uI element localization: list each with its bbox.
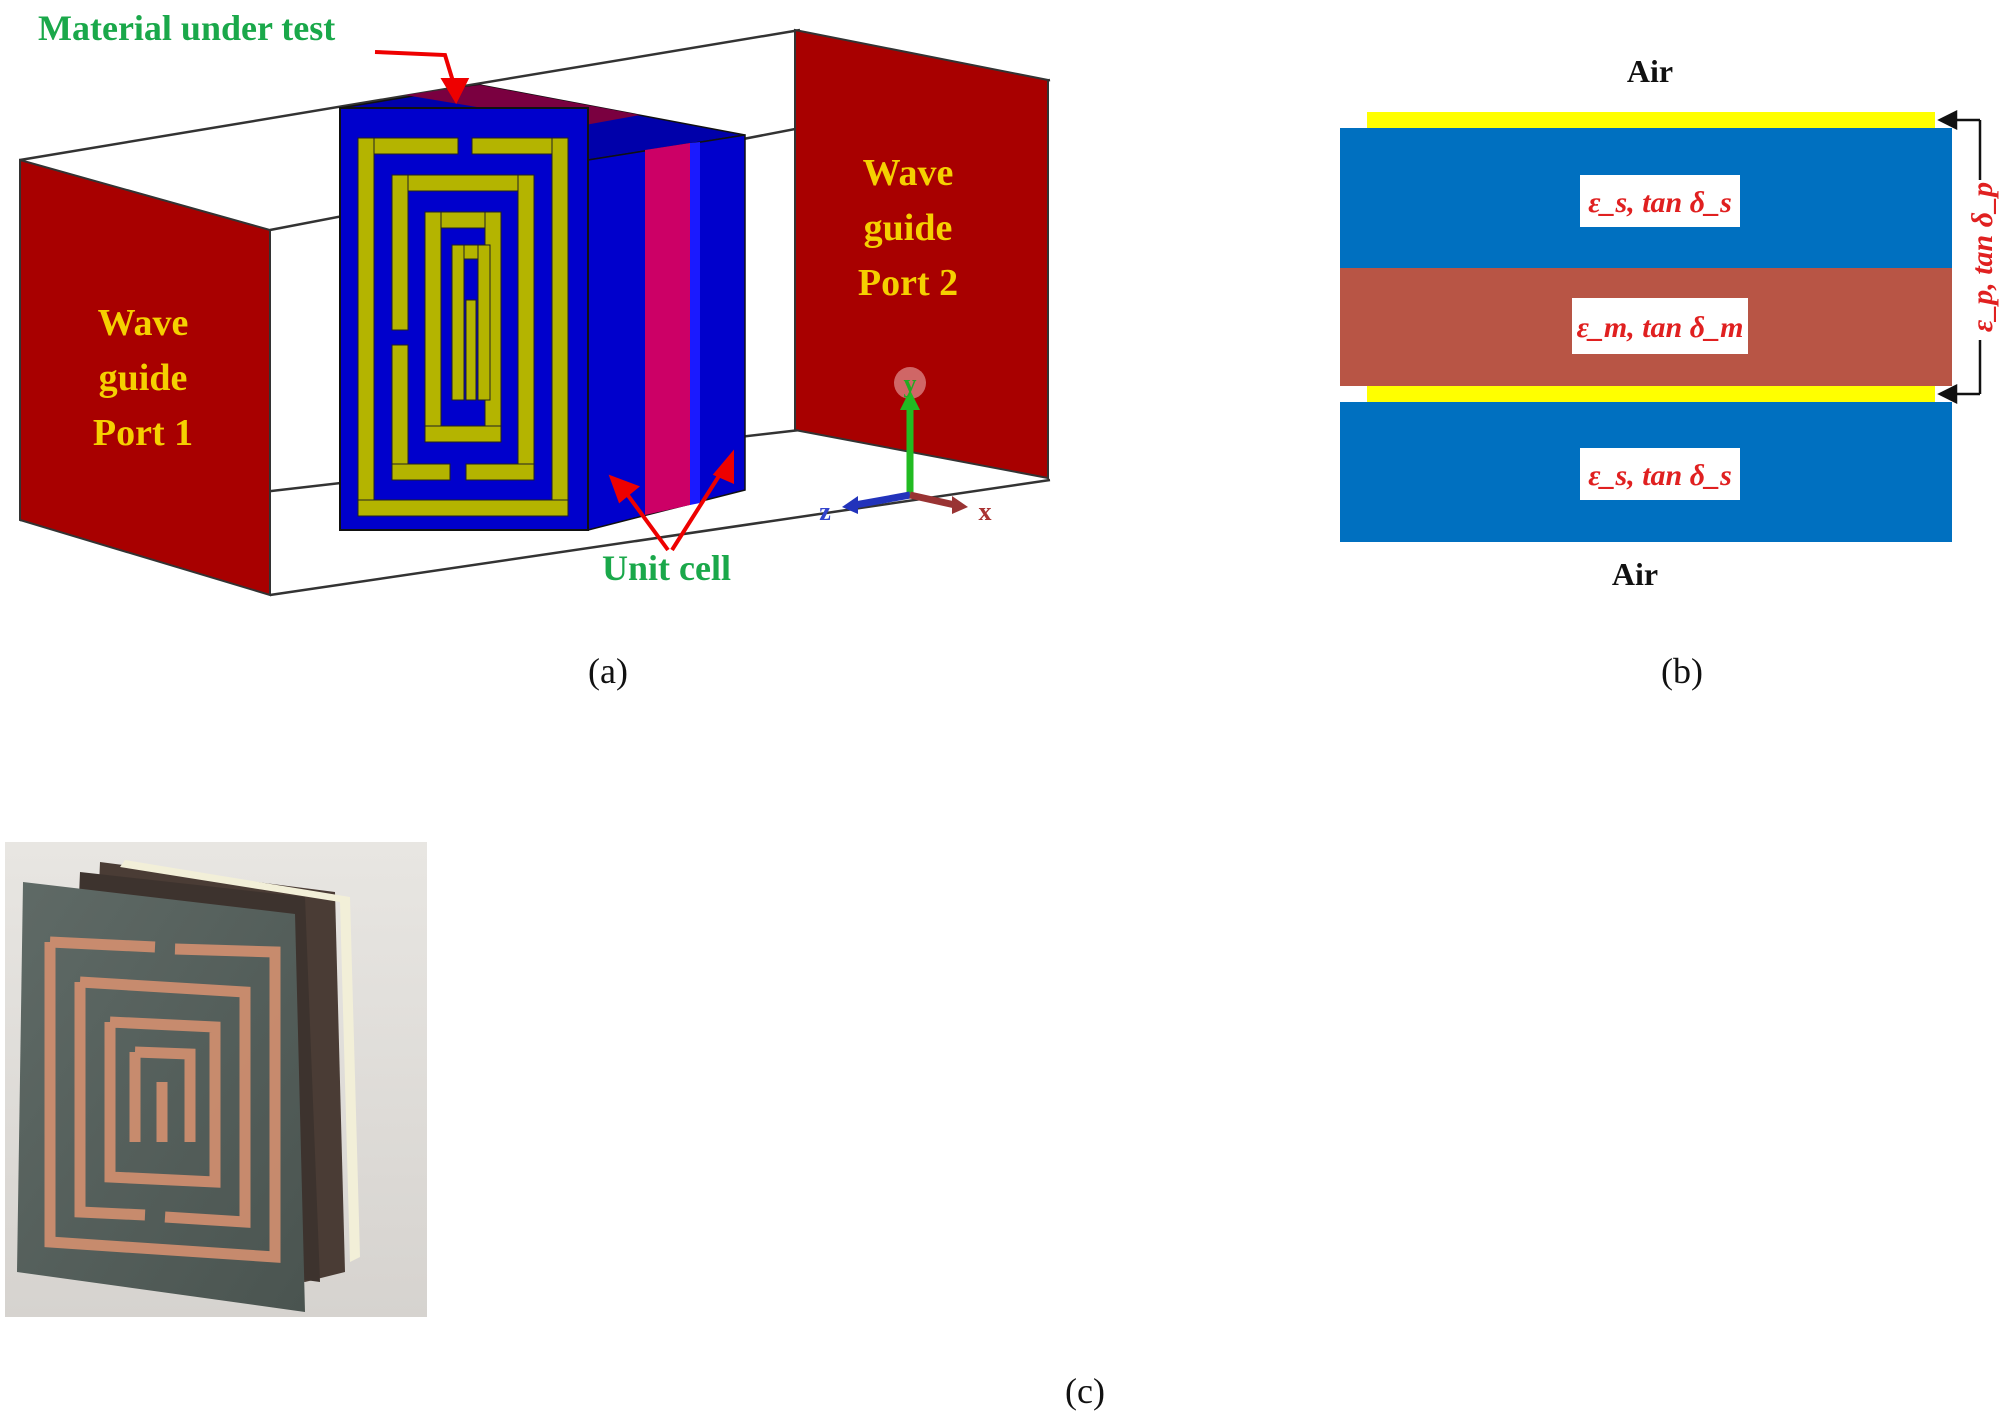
panel-a-waveguide-diagram: Wave guide Port 1 Wave guide Port 2 (19, 8, 1051, 597)
copper-spiral-traces (44, 936, 281, 1263)
axis-z-label: z (819, 497, 831, 526)
air-bottom-label: Air (1612, 556, 1658, 592)
y-axis-origin-marker (894, 367, 926, 399)
top-patch-layer (1367, 112, 1935, 128)
bottom-substrate-label-box (1580, 448, 1740, 500)
panel-b-layer-stack-diagram: Air ε_s, tan δ_s ε_m, tan δ_m ε_s, tan δ… (1340, 53, 1999, 592)
axis-triad: y z x (819, 367, 992, 526)
panel-c-fabricated-sample-photo (5, 842, 427, 1317)
bottom-substrate-label: ε_s, tan δ_s (1588, 459, 1732, 492)
port-2-line-2: guide (864, 207, 953, 249)
top-substrate-label-box (1580, 175, 1740, 227)
port-1-line-3: Port 1 (93, 412, 193, 454)
axis-y-label: y (904, 369, 917, 398)
port-2-line-1: Wave (863, 152, 954, 194)
caption-a: (a) (588, 651, 628, 691)
port-1-line-2: guide (99, 357, 188, 399)
patch-layer-label: ε_p, tan δ_p (1966, 182, 1999, 332)
unit-cell-label: Unit cell (602, 548, 731, 588)
mut-layer-label: ε_m, tan δ_m (1577, 311, 1744, 344)
port-2-line-3: Port 2 (858, 262, 958, 304)
patch-dimension-arrows (1937, 109, 1982, 405)
spiral-resonator-pattern (357, 137, 569, 517)
mut-arrow (374, 50, 470, 105)
axis-x-label: x (979, 497, 992, 526)
port-1-line-1: Wave (98, 302, 189, 344)
unit-cell-stack (339, 84, 746, 531)
mut-label-box (1572, 298, 1748, 354)
waveguide-port-1 (19, 158, 271, 597)
material-under-test-label: Material under test (38, 8, 335, 48)
top-substrate-label: ε_s, tan δ_s (1588, 186, 1732, 219)
bottom-patch-layer (1367, 386, 1935, 402)
caption-b: (b) (1661, 651, 1703, 691)
air-top-label: Air (1627, 53, 1673, 89)
waveguide-port-2 (794, 28, 1049, 480)
unit-cell-arrows (608, 449, 734, 552)
caption-c: (c) (1065, 1371, 1105, 1411)
material-under-test-layer (645, 143, 690, 515)
